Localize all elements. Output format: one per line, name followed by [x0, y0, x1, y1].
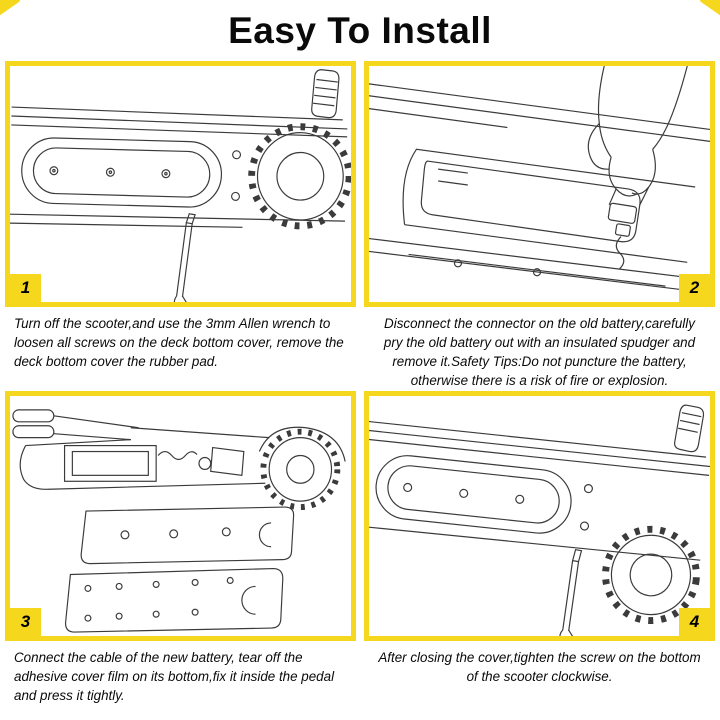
step-4-illustration — [369, 404, 710, 636]
page-title: Easy To Install — [228, 10, 492, 51]
steps-grid: 1 Turn off the scooter,and use the 3mm A… — [5, 60, 715, 709]
step-4: 4 After closing the cover,tighten the sc… — [364, 390, 715, 709]
step-number-badge: 3 — [10, 607, 41, 636]
step-number-badge: 1 — [10, 273, 41, 302]
step-2-illustration — [369, 65, 710, 294]
step-caption: Connect the cable of the new battery, te… — [14, 649, 335, 703]
step-3-frame: 3 — [5, 390, 356, 641]
step-caption: Disconnect the connector on the old batt… — [383, 315, 696, 388]
step-3: 3 Connect the cable of the new battery, … — [5, 390, 356, 709]
step-2-frame: 2 — [364, 60, 715, 307]
step-2: 2 Disconnect the connector on the old ba… — [364, 60, 715, 391]
step-3-illustration — [12, 409, 346, 633]
step-caption: After closing the cover,tighten the scre… — [378, 649, 701, 684]
step-1: 1 Turn off the scooter,and use the 3mm A… — [5, 60, 356, 391]
step-caption: Turn off the scooter,and use the 3mm All… — [14, 315, 344, 369]
step-number-badge: 2 — [679, 273, 710, 302]
step-number-badge: 4 — [679, 607, 710, 636]
step-1-illustration — [10, 68, 351, 302]
step-4-frame: 4 — [364, 390, 715, 641]
step-1-frame: 1 — [5, 60, 356, 307]
